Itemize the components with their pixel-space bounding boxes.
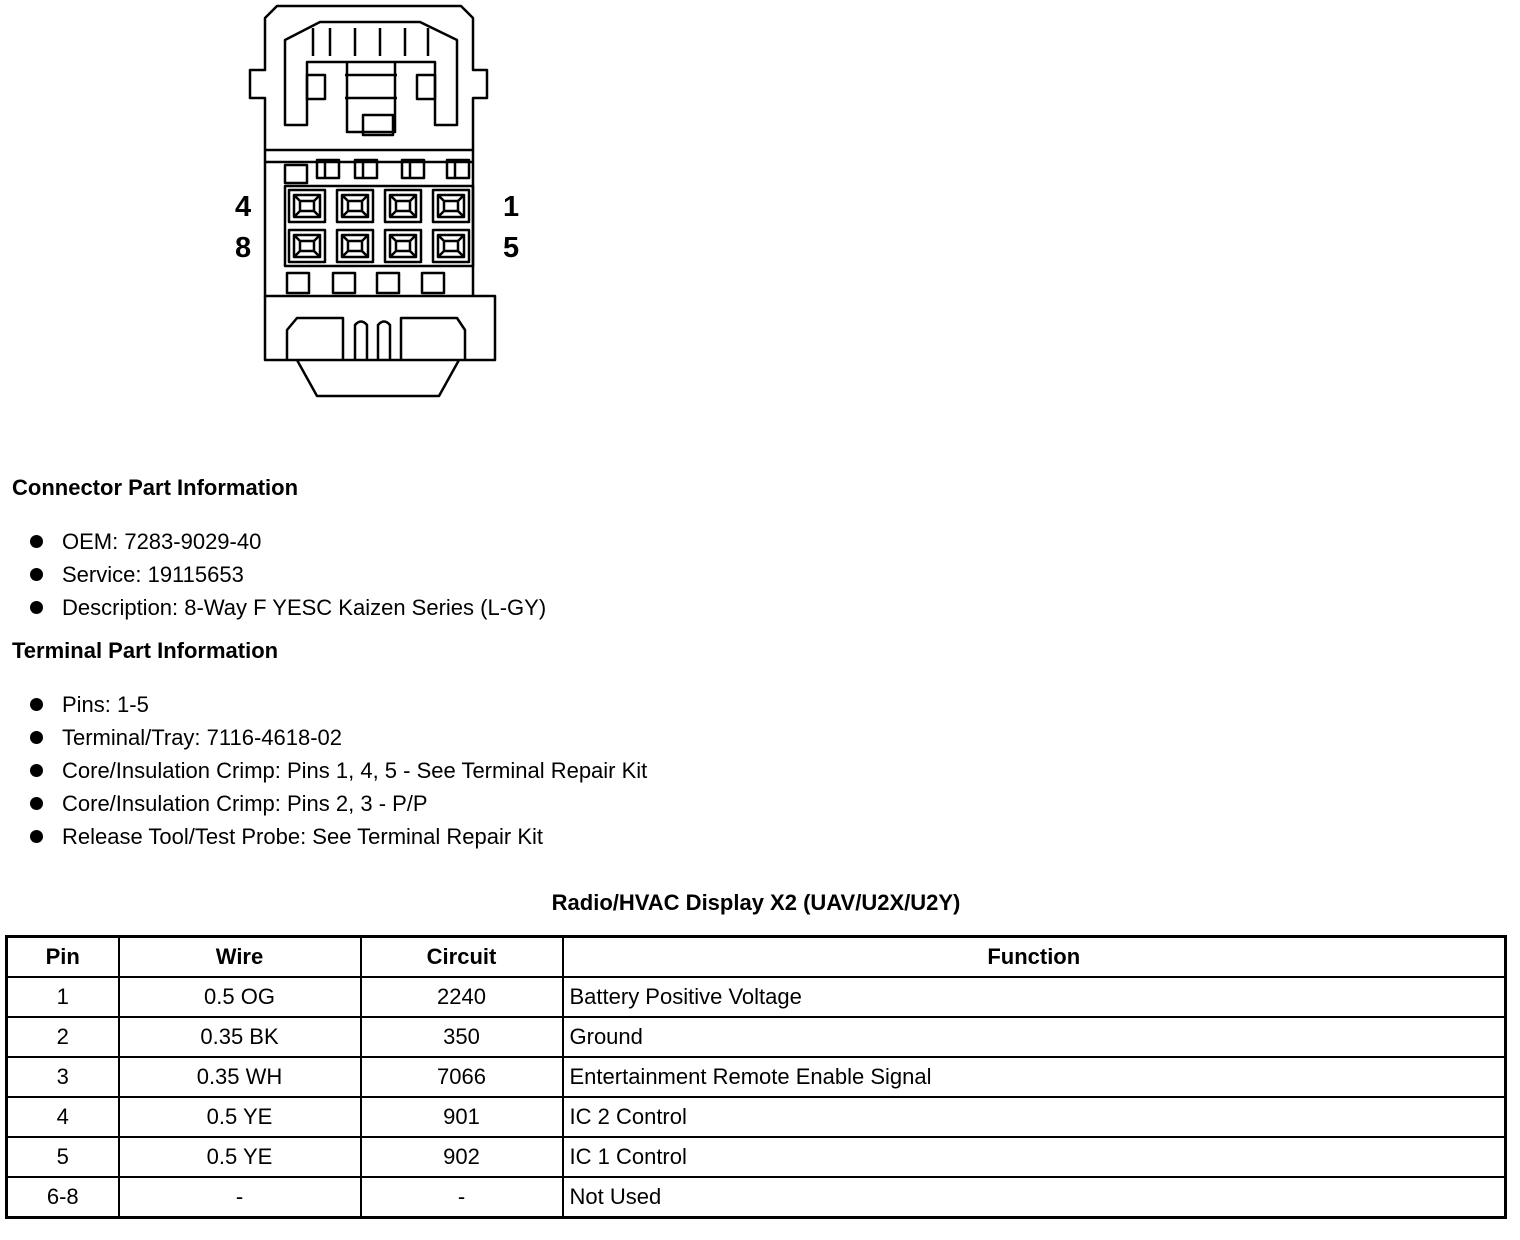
cell-wire: 0.35 BK (117, 1016, 362, 1058)
cell-function: Not Used (561, 1176, 1507, 1219)
table-row: 1 0.5 OG 2240 Battery Positive Voltage (5, 976, 1507, 1018)
list-item-text: OEM: 7283-9029-40 (62, 529, 262, 554)
terminal-cavity-detail (292, 193, 322, 219)
cell-function: Battery Positive Voltage (561, 976, 1507, 1018)
terminal-cavity (335, 228, 375, 264)
terminal-cavity-detail (388, 233, 418, 259)
terminal-cavity (383, 188, 423, 224)
list-item: Pins: 1-5 (28, 688, 647, 721)
connector-face-diagram: 4 8 1 5 (225, 0, 535, 405)
cell-pin: 1 (5, 976, 120, 1018)
table-row: 6-8 - - Not Used (5, 1176, 1507, 1219)
terminal-cavity-detail (436, 193, 466, 219)
bullet-icon (30, 830, 43, 843)
column-header-circuit: Circuit (359, 935, 564, 978)
terminal-cavity (431, 228, 471, 264)
pinout-table-title: Radio/HVAC Display X2 (UAV/U2X/U2Y) (551, 890, 961, 915)
bullet-icon (30, 731, 43, 744)
bullet-icon (30, 797, 43, 810)
cell-wire: 0.5 YE (117, 1096, 362, 1138)
list-item: Description: 8-Way F YESC Kaizen Series … (28, 591, 546, 624)
list-item-text: Description: 8-Way F YESC Kaizen Series … (62, 595, 547, 620)
cell-wire: 0.5 OG (117, 976, 362, 1018)
terminal-cavity (335, 188, 375, 224)
cell-circuit: 7066 (359, 1056, 564, 1098)
terminal-cavity-detail (340, 233, 370, 259)
cell-pin: 6-8 (5, 1176, 120, 1219)
connector-info-list: OEM: 7283-9029-40 Service: 19115653 Desc… (28, 525, 546, 624)
list-item-text: Core/Insulation Crimp: Pins 2, 3 - P/P (62, 791, 428, 816)
terminal-cavity-detail (292, 233, 322, 259)
bullet-icon (30, 535, 43, 548)
cell-wire: - (117, 1176, 362, 1219)
terminal-cavity (383, 228, 423, 264)
list-item: Core/Insulation Crimp: Pins 2, 3 - P/P (28, 787, 647, 820)
table-row: 3 0.35 WH 7066 Entertainment Remote Enab… (5, 1056, 1507, 1098)
list-item-text: Release Tool/Test Probe: See Terminal Re… (62, 824, 543, 849)
bullet-icon (30, 568, 43, 581)
terminal-info-heading: Terminal Part Information (12, 638, 279, 663)
cell-wire: 0.5 YE (117, 1136, 362, 1178)
bullet-icon (30, 698, 43, 711)
list-item-text: Core/Insulation Crimp: Pins 1, 4, 5 - Se… (62, 758, 648, 783)
pinout-table: Pin Wire Circuit Function 1 0.5 OG 2240 … (5, 935, 1507, 1219)
pin-label-1: 1 (503, 191, 520, 223)
terminal-info-list: Pins: 1-5 Terminal/Tray: 7116-4618-02 Co… (28, 688, 647, 853)
terminal-cavity-detail (340, 193, 370, 219)
list-item: Service: 19115653 (28, 558, 546, 591)
cell-circuit: 901 (359, 1096, 564, 1138)
list-item: Release Tool/Test Probe: See Terminal Re… (28, 820, 647, 853)
bullet-icon (30, 601, 43, 614)
table-row: 4 0.5 YE 901 IC 2 Control (5, 1096, 1507, 1138)
terminal-cavity-detail (436, 233, 466, 259)
list-item-text: Service: 19115653 (62, 562, 244, 587)
pin-label-4: 4 (235, 191, 252, 223)
cell-circuit: 902 (359, 1136, 564, 1178)
column-header-function: Function (561, 935, 1507, 978)
pin-label-8: 8 (235, 232, 252, 264)
terminal-cavity-detail (388, 193, 418, 219)
list-item-text: Terminal/Tray: 7116-4618-02 (62, 725, 343, 750)
connector-info-heading: Connector Part Information (12, 475, 299, 500)
cell-function: Ground (561, 1016, 1507, 1058)
connector-outline (248, 4, 497, 398)
terminal-cavity (287, 188, 327, 224)
cell-pin: 3 (5, 1056, 120, 1098)
list-item: OEM: 7283-9029-40 (28, 525, 546, 558)
cell-pin: 4 (5, 1096, 120, 1138)
list-item: Terminal/Tray: 7116-4618-02 (28, 721, 647, 754)
table-header-row: Pin Wire Circuit Function (5, 935, 1507, 978)
cell-function: IC 2 Control (561, 1096, 1507, 1138)
list-item-text: Pins: 1-5 (62, 692, 149, 717)
bullet-icon (30, 764, 43, 777)
table-row: 2 0.35 BK 350 Ground (5, 1016, 1507, 1058)
terminal-cavity (431, 188, 471, 224)
list-item: Core/Insulation Crimp: Pins 1, 4, 5 - Se… (28, 754, 647, 787)
cell-function: IC 1 Control (561, 1136, 1507, 1178)
cell-circuit: - (359, 1176, 564, 1219)
cell-circuit: 350 (359, 1016, 564, 1058)
cell-circuit: 2240 (359, 976, 564, 1018)
table-row: 5 0.5 YE 902 IC 1 Control (5, 1136, 1507, 1178)
cell-pin: 2 (5, 1016, 120, 1058)
terminal-cavity (287, 228, 327, 264)
cell-function: Entertainment Remote Enable Signal (561, 1056, 1507, 1098)
pin-label-5: 5 (503, 232, 520, 264)
column-header-wire: Wire (117, 935, 362, 978)
cell-pin: 5 (5, 1136, 120, 1178)
column-header-pin: Pin (5, 935, 120, 978)
cell-wire: 0.35 WH (117, 1056, 362, 1098)
